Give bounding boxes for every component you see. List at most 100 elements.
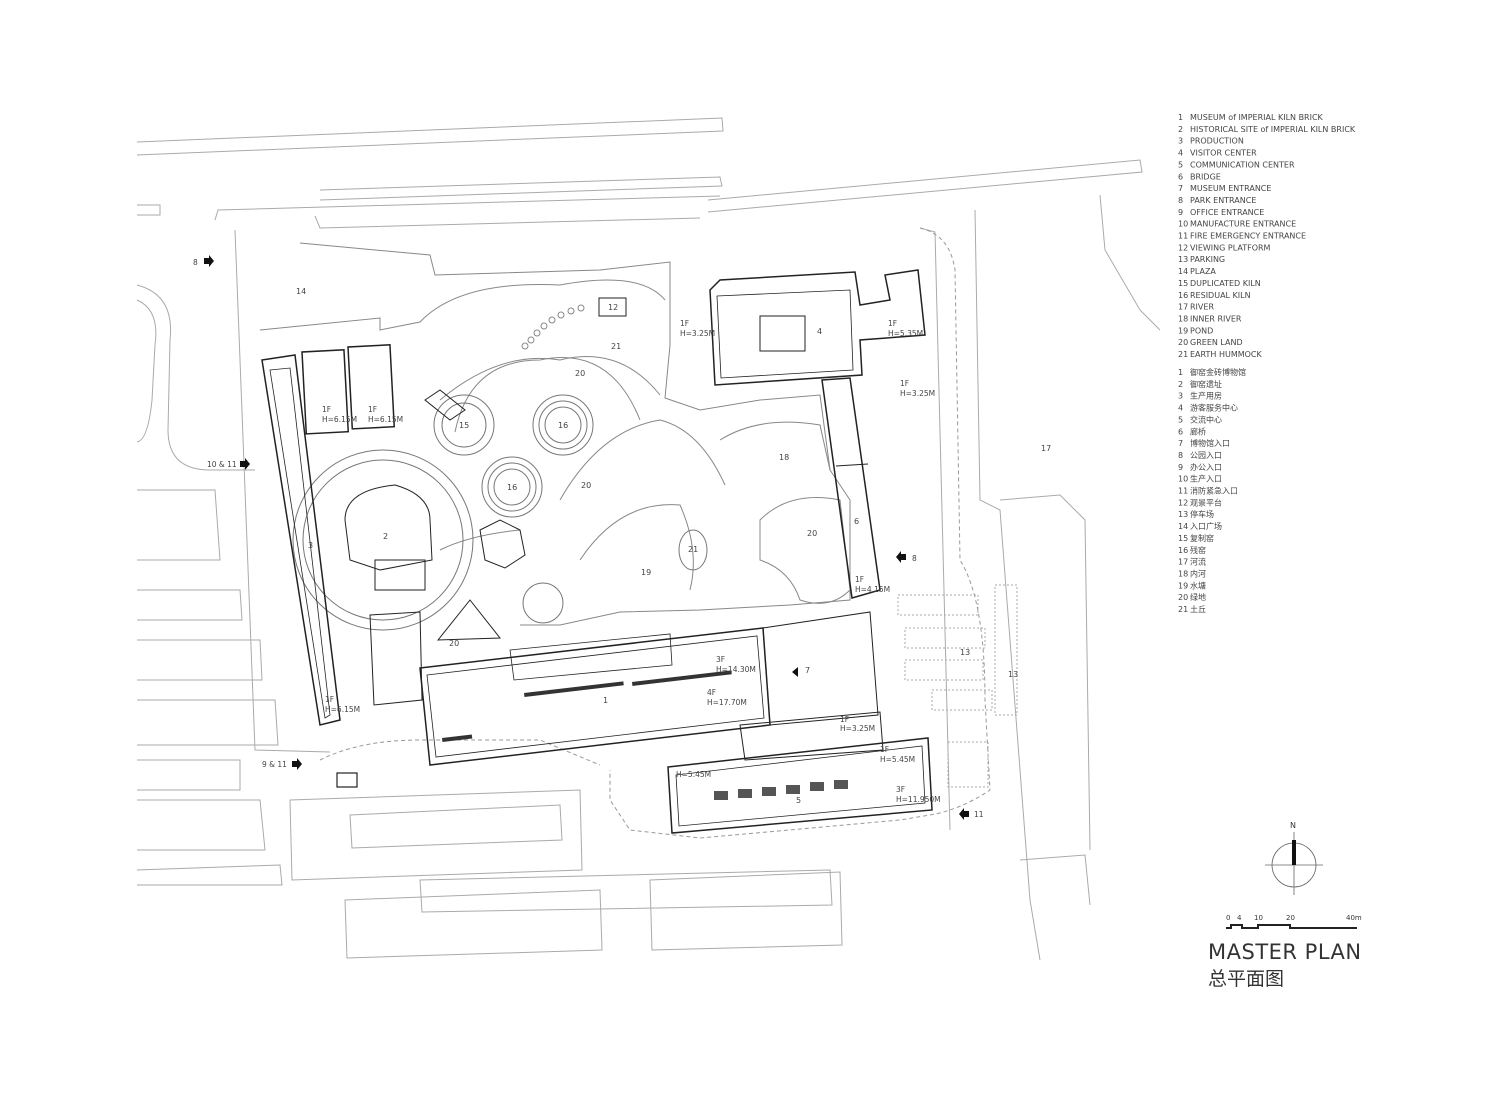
entrance-label-11: 11: [974, 810, 984, 819]
legend-cn-item-text: 办公入口: [1190, 462, 1222, 472]
legend-en-item-text: COMMUNICATION CENTER: [1190, 160, 1295, 169]
legend-en-item-number: 10: [1178, 220, 1188, 229]
floor-label: 1F: [322, 405, 331, 414]
arrow-left-icon: [959, 808, 969, 820]
legend-en-item-text: FIRE EMERGENCY ENTRANCE: [1190, 232, 1306, 241]
legend-cn-item-text: 御窑金砖博物馆: [1190, 367, 1246, 377]
legend-cn-item-text: 内河: [1190, 568, 1206, 578]
arrow-right-icon: [204, 255, 214, 267]
map-label-21b: 21: [688, 545, 698, 554]
legend-en-item-number: 19: [1178, 326, 1188, 335]
map-label-7: 7: [805, 666, 810, 675]
context-roads: [136, 117, 1161, 961]
floor-label: 3F: [896, 785, 905, 794]
legend-en-item-number: 20: [1178, 338, 1188, 347]
map-label-5: 5: [796, 796, 801, 805]
map-label-19: 19: [641, 568, 651, 577]
floor-label: 4F: [707, 688, 716, 697]
arrow-left-icon: [896, 551, 906, 563]
north-arrow-icon: [1292, 840, 1296, 865]
legend-en-item-text: DUPLICATED KILN: [1190, 279, 1261, 288]
legend-cn-item-text: 绿地: [1190, 592, 1206, 602]
entrance-label-8b: 8: [912, 554, 917, 563]
height-label: H=3.25M: [840, 724, 875, 733]
map-label-16b: 16: [507, 483, 517, 492]
legend-cn-item-number: 5: [1178, 415, 1183, 424]
map-label-3: 3: [308, 541, 313, 550]
legend-en-item-number: 2: [1178, 125, 1183, 134]
park-landscape: [259, 242, 851, 626]
legend-en-item-text: EARTH HUMMOCK: [1190, 350, 1263, 359]
legend-en-item-text: PLAZA: [1190, 267, 1216, 276]
arrow-left-icon: [792, 667, 798, 677]
legend-en-item-number: 3: [1178, 137, 1183, 146]
buildings: [261, 269, 933, 834]
legend-en-item-number: 7: [1178, 184, 1183, 193]
legend-en-item-text: VIEWING PLATFORM: [1190, 243, 1271, 252]
height-label: H=6.15M: [325, 705, 360, 714]
legend-cn-item-text: 博物馆入口: [1190, 438, 1230, 448]
height-label: H=17.70M: [707, 698, 747, 707]
floor-label: 3F: [716, 655, 725, 664]
legend-en-item-number: 12: [1178, 243, 1188, 252]
scale-label-40m: 40m: [1346, 914, 1362, 922]
legend-en-item-text: MUSEUM ENTRANCE: [1190, 184, 1271, 193]
scale-label-10: 10: [1254, 914, 1263, 922]
legend-cn-item-text: 水塘: [1190, 580, 1206, 590]
height-label: H=5.45M: [676, 770, 711, 779]
entrance-label-10-11: 10 & 11: [207, 460, 237, 469]
map-label-4: 4: [817, 327, 822, 336]
legend-cn-item-number: 7: [1178, 439, 1183, 448]
map-label-18: 18: [779, 453, 789, 462]
legend-cn-item-text: 公园入口: [1190, 451, 1222, 460]
parking-bays: [897, 584, 1018, 788]
map-label-17: 17: [1041, 444, 1051, 453]
legend-en-item-number: 15: [1178, 279, 1188, 288]
legend-cn-item-number: 8: [1178, 451, 1183, 460]
legend-cn-item-text: 消防紧急入口: [1190, 486, 1238, 496]
map-label-15: 15: [459, 421, 469, 430]
floor-label: 1F: [855, 575, 864, 584]
map-labels: 14 21 20 15 16 16 20 12 4 18 17 6 20 19 …: [296, 287, 1051, 805]
legend-en-item-number: 16: [1178, 291, 1188, 300]
map-label-6: 6: [854, 517, 859, 526]
kiln-circles: [292, 394, 708, 631]
legend-cn-item-text: 残窑: [1190, 545, 1206, 555]
scale-label-0: 0: [1226, 914, 1230, 922]
scale-bar: 0 4 10 20 40m: [1226, 914, 1362, 929]
legend-cn-item-number: 21: [1178, 605, 1188, 614]
height-label: H=3.25M: [900, 389, 935, 398]
legend-cn-item-text: 河流: [1190, 557, 1206, 567]
legend-en-item-number: 8: [1178, 196, 1183, 205]
plan-title-cn: 总平面图: [1208, 968, 1284, 990]
legend-en-item-number: 9: [1178, 208, 1183, 217]
legend-cn-item-number: 10: [1178, 475, 1188, 484]
legend-cn-item-number: 17: [1178, 558, 1188, 567]
height-label: H=3.25M: [680, 329, 715, 338]
legend-en-item-number: 13: [1178, 255, 1188, 264]
legend-en-item-text: OFFICE ENTRANCE: [1190, 208, 1264, 217]
legend-cn-item-number: 9: [1178, 463, 1183, 472]
legend-cn-item-number: 15: [1178, 534, 1188, 543]
hummock-chain: [521, 304, 585, 350]
legend-en-item-number: 6: [1178, 172, 1183, 181]
scale-label-20: 20: [1286, 914, 1295, 922]
floor-label: 1F: [880, 745, 889, 754]
legend-en-item-number: 1: [1178, 113, 1183, 122]
height-label: H=5.45M: [880, 755, 915, 764]
legend-cn-item-number: 18: [1178, 569, 1188, 578]
legend-cn-item-number: 13: [1178, 510, 1188, 519]
legend-cn-item-number: 2: [1178, 380, 1183, 389]
legend-cn-item-text: 生产入口: [1190, 474, 1222, 484]
legend-en-item-text: VISITOR CENTER: [1190, 149, 1257, 158]
floor-label: 1F: [368, 405, 377, 414]
entrance-label-8: 8: [193, 258, 198, 267]
legend-en-item-text: PARKING: [1190, 255, 1225, 264]
legend-en-item-text: POND: [1190, 326, 1213, 335]
height-label: H=5.35M: [888, 329, 923, 338]
legend-en-item-text: INNER RIVER: [1190, 314, 1242, 323]
legend-cn-item-number: 16: [1178, 546, 1188, 555]
north-label: N: [1290, 821, 1296, 830]
